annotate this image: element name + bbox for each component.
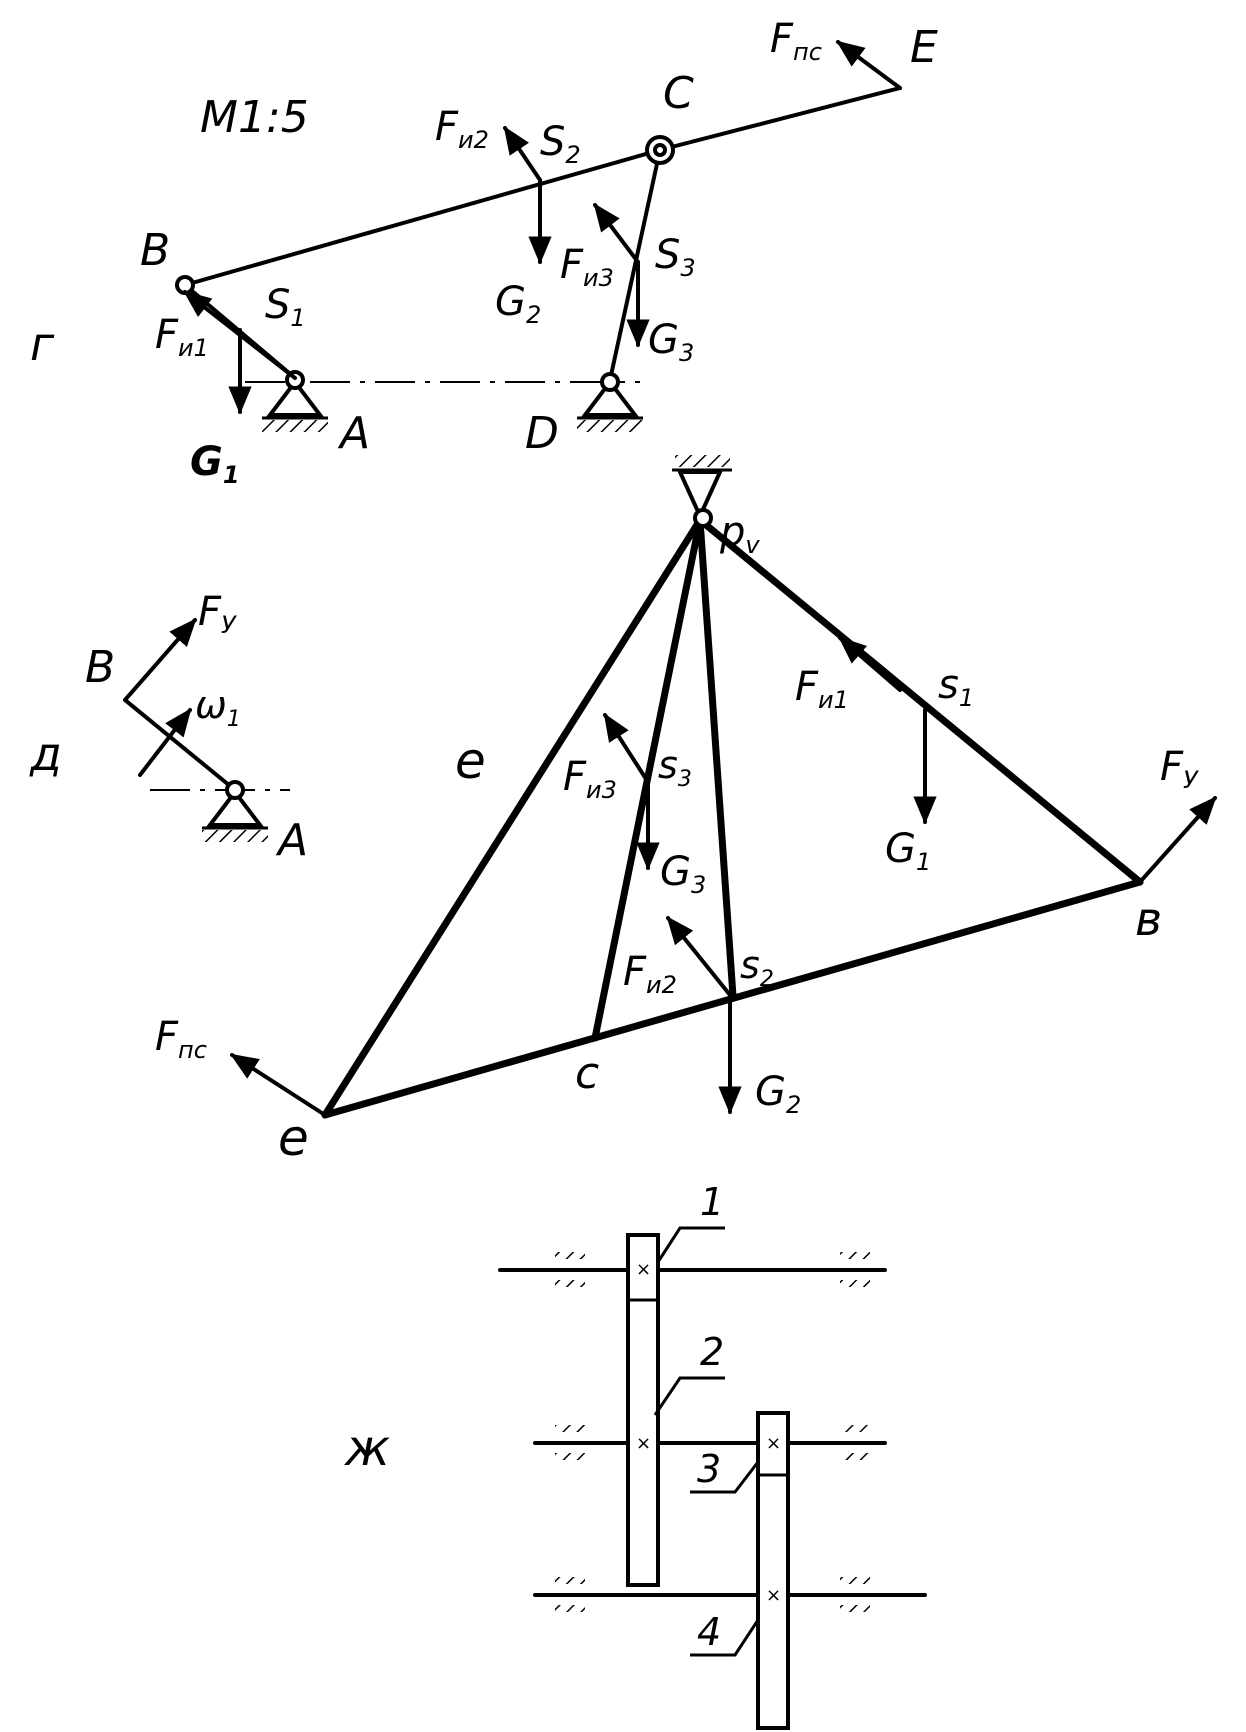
force-Fpc-arrow (836, 40, 902, 90)
link-CD (608, 148, 662, 382)
label-c: c (575, 1048, 599, 1099)
support-A (262, 378, 328, 432)
cross-mark-4: × (766, 1585, 781, 1606)
pole-support (672, 455, 732, 521)
gear-wheel-3-4 (756, 1411, 790, 1730)
panel-label-d: д (29, 727, 62, 781)
leader-1 (656, 1226, 725, 1263)
label-G1-plan: G1 (885, 826, 931, 876)
scale-label: M1:5 (200, 92, 309, 143)
panel-label-zh: ж (344, 1419, 390, 1477)
label-S3: S3 (655, 232, 696, 282)
segment-pv-b (696, 516, 1144, 886)
force-Fpc-plan-arrow (230, 1053, 327, 1117)
label-S2: S2 (540, 119, 581, 169)
gear-train: ж × × × × (344, 1180, 927, 1730)
force-Fi2-arrow (503, 126, 542, 182)
cross-mark-2: × (636, 1433, 651, 1454)
force-Fy-plan-arrow (1138, 796, 1217, 884)
bearings (555, 1252, 870, 1612)
leader-3 (690, 1461, 760, 1494)
label-s2-plan: s2 (740, 943, 774, 992)
cross-mark-1: × (636, 1259, 651, 1280)
label-Fi3-plan: Fи3 (563, 754, 617, 804)
label-G3-plan: G3 (660, 849, 706, 899)
panel-label-g: г (30, 317, 55, 371)
label-G3: G3 (648, 317, 694, 367)
point-D-label: D (525, 408, 559, 459)
leader-4 (690, 1619, 760, 1657)
label-Fpc: Fпс (770, 16, 822, 66)
point-C-label: C (663, 68, 694, 119)
velocity-plan: e pv в c e Fи1 s1 G1 Fи3 s3 G3 Fи2 s2 G2… (155, 455, 1217, 1167)
label-e-top: e (455, 732, 486, 790)
label-G2-plan: G2 (755, 1069, 801, 1119)
label-b: в (1135, 892, 1162, 946)
joint-C-inner (653, 143, 667, 157)
gear-label-3: 3 (697, 1447, 721, 1491)
label-G2: G2 (495, 279, 541, 329)
segment-e-pv (321, 516, 704, 1119)
label-Fi1-plan: Fи1 (795, 664, 849, 714)
point-B-label: B (140, 225, 170, 276)
force-Fi3-plan-arrow (603, 713, 650, 784)
label-s1-plan: s1 (938, 662, 974, 712)
label-Fy-plan: FУ (1160, 744, 1199, 794)
label-Fi2: Fи2 (435, 104, 489, 154)
label-s3-plan: s3 (658, 743, 692, 792)
support-A-crank (202, 788, 268, 842)
scheme-d: д B A FУ ω1 (29, 589, 308, 866)
joint-A-crank (225, 780, 245, 800)
force-Fy-arrow (123, 618, 197, 702)
omega-arrow (138, 708, 192, 777)
label-e-bottom: e (278, 1109, 309, 1167)
label-pv: pv (719, 509, 760, 559)
crank-AB (123, 698, 237, 792)
label-Fi1: Fи1 (155, 312, 209, 362)
label-Fpc-plan: Fпс (155, 1014, 207, 1064)
force-Fi1-plan-arrow (838, 636, 902, 692)
scheme-g: г M1:5 B (30, 16, 938, 489)
support-D (577, 378, 643, 432)
gear-wheel-1-2 (626, 1233, 660, 1587)
label-Fi3: Fи3 (560, 242, 614, 292)
pole-pv-joint (693, 508, 713, 528)
crank-point-A-label: A (275, 815, 308, 866)
link-CE (658, 86, 902, 152)
label-omega: ω1 (195, 683, 241, 732)
link-BC (183, 148, 662, 287)
crank-point-B-label: B (85, 642, 115, 693)
point-E-label: E (910, 22, 938, 73)
gear-label-1: 1 (700, 1180, 724, 1224)
leader-2 (653, 1376, 725, 1416)
segment-pv-s2 (696, 516, 737, 1000)
label-Fi2-plan: Fи2 (623, 949, 677, 999)
gear-label-4: 4 (697, 1610, 721, 1654)
joint-D (600, 372, 620, 392)
point-A-label: A (337, 408, 370, 459)
gear-label-2: 2 (700, 1330, 724, 1374)
label-Fy-crank: FУ (198, 589, 237, 639)
force-Fi2-plan-arrow (666, 916, 732, 997)
cross-mark-3: × (766, 1433, 781, 1454)
force-Fi3-arrow (593, 203, 640, 264)
label-G1: G1 (190, 439, 240, 489)
label-S1: S1 (265, 282, 306, 332)
